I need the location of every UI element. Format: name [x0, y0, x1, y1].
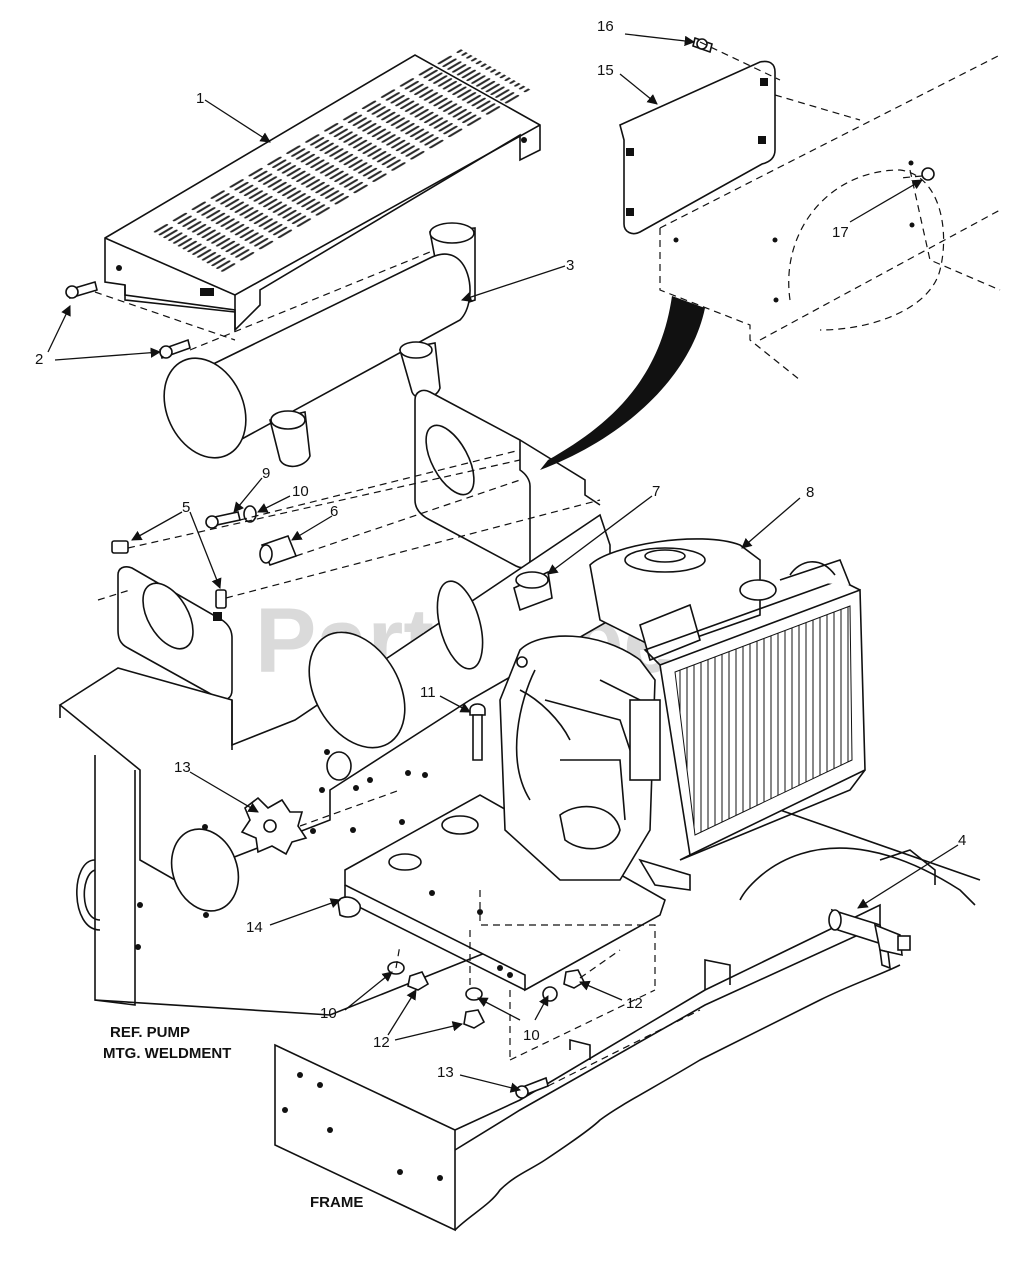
callout-10-top: 10	[292, 483, 309, 500]
nut-12-left	[407, 971, 430, 991]
label-ref-pump: REF. PUMP	[110, 1024, 190, 1041]
part-14	[337, 896, 361, 918]
callout-10-right: 10	[523, 1027, 540, 1044]
fitting-4	[828, 908, 911, 970]
callout-9: 9	[262, 465, 270, 482]
washer-10-right	[542, 986, 558, 1002]
callout-13-lower: 13	[437, 1064, 454, 1081]
bolt-17	[921, 167, 935, 181]
callout-8: 8	[806, 484, 814, 501]
bolt-9	[205, 511, 241, 529]
bolt-2a-head	[65, 285, 79, 299]
callout-12-right: 12	[626, 995, 643, 1012]
clip-5a	[111, 540, 129, 554]
callout-6: 6	[330, 503, 338, 520]
callout-5: 5	[182, 499, 190, 516]
callout-3: 3	[566, 257, 574, 274]
callout-leaders	[47, 33, 959, 1093]
bushing-7	[513, 570, 553, 612]
callout-17: 17	[832, 224, 849, 241]
clip-5b	[215, 589, 227, 609]
callout-15: 15	[597, 62, 614, 79]
curved-direction-arrow	[540, 296, 705, 470]
label-frame: FRAME	[310, 1194, 363, 1211]
callout-4: 4	[958, 832, 966, 849]
exhaust-flange-right	[414, 389, 601, 569]
spacer-6	[259, 534, 298, 567]
washer-10	[243, 505, 257, 523]
assembly-guide-lines	[94, 41, 923, 1087]
callout-14: 14	[246, 919, 263, 936]
cover-plate	[619, 60, 776, 235]
callout-16: 16	[597, 18, 614, 35]
upper-frame-outline	[659, 54, 1001, 381]
bolt-13-lower	[515, 1076, 549, 1099]
nut-12-right	[563, 969, 586, 989]
callout-2: 2	[35, 351, 43, 368]
pump-mounting-weldment	[58, 513, 611, 1016]
callout-numbers: 1 2 3 4 5 6 7 8 9 10 11 13 14 16 15 17 1…	[35, 18, 966, 1081]
exhaust-flange-left	[117, 566, 233, 701]
callout-7: 7	[652, 483, 660, 500]
muffler-shield	[104, 48, 541, 332]
label-mtg-weldment: MTG. WELDMENT	[103, 1045, 231, 1062]
frame	[274, 809, 981, 1232]
callout-13-upper: 13	[174, 759, 191, 776]
bolt-11	[469, 703, 486, 761]
callout-12-left: 12	[373, 1034, 390, 1051]
nut-12-center	[463, 1009, 486, 1029]
engine	[499, 538, 866, 891]
callout-11: 11	[420, 684, 436, 701]
bolt-16	[692, 36, 713, 54]
washer-10-center	[465, 987, 483, 1001]
muffler	[163, 222, 476, 468]
callout-10-left: 10	[320, 1005, 337, 1022]
callout-1: 1	[196, 90, 204, 107]
bolt-2b-head	[159, 345, 173, 359]
